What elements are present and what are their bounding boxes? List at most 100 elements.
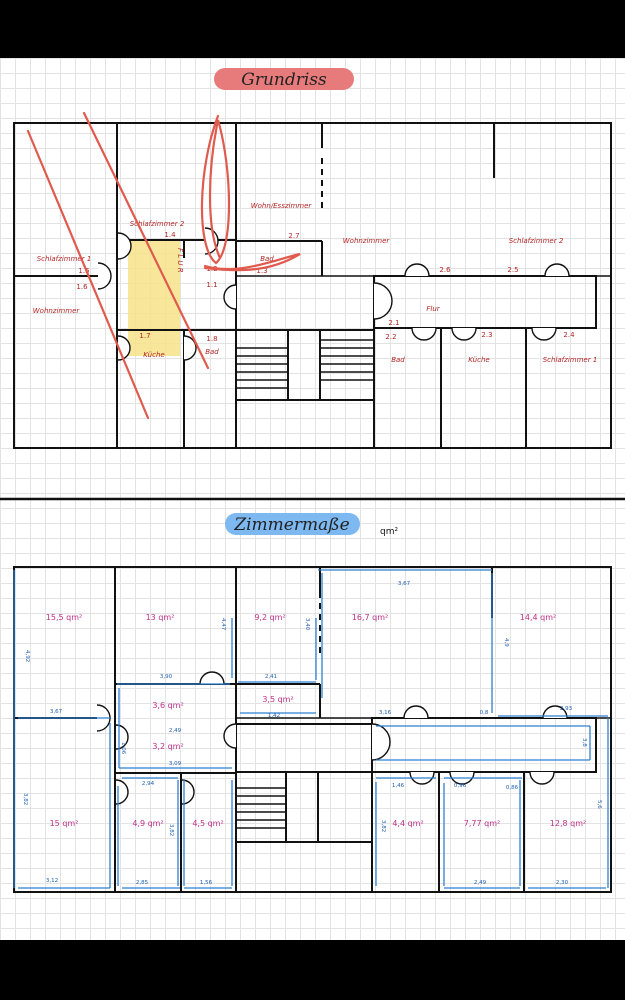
dimension-label: 5,6 — [596, 800, 602, 809]
dimension-label: 3,82 — [22, 793, 28, 805]
dimension-label: 2,30 — [556, 880, 569, 886]
area-label: 7,77 qm² — [464, 819, 500, 828]
room-label: Flur — [426, 305, 440, 313]
dimension-label: 2,49 — [169, 728, 182, 734]
area-label: 12,8 qm² — [550, 819, 586, 828]
room-number: 2.7 — [288, 232, 299, 240]
floor-plan-canvas: Grundriss — [0, 68, 625, 893]
plan-grundriss: Schlafzimmer 2 Schlafzimmer 1 Wohnzimmer… — [13, 111, 612, 449]
dimension-label: 3,8 — [581, 738, 587, 747]
door — [373, 282, 393, 320]
door — [451, 327, 477, 341]
dimension-label: 4,47 — [220, 618, 226, 631]
area-label: 4,5 qm² — [192, 819, 223, 828]
dimension-label: 0,96 — [454, 783, 467, 789]
door — [544, 263, 570, 277]
title-zimmermasse: Zimmermaße qm² — [225, 513, 398, 537]
door — [529, 771, 555, 785]
dimension-label: 3,67 — [50, 709, 63, 715]
dimension-label: 2,94 — [142, 781, 155, 787]
room-label: Bad — [205, 348, 219, 356]
dimension-label: 3,16 — [379, 710, 392, 716]
area-label: 13 qm² — [146, 613, 175, 622]
dimension-label: 1,06 — [120, 742, 126, 755]
door — [223, 284, 237, 310]
dimension-label: 3,82 — [168, 824, 174, 836]
area-label: 3,2 qm² — [152, 742, 183, 751]
dimension-label: 3,12 — [46, 878, 58, 884]
room-number: 1.3 — [256, 267, 267, 275]
door — [183, 335, 197, 361]
area-label: 15,5 qm² — [46, 613, 82, 622]
dimension-label: 2,49 — [474, 880, 487, 886]
title-pill-bottom — [225, 513, 360, 535]
room-number: 1.1 — [206, 281, 217, 289]
door — [97, 262, 112, 290]
unit-label: qm² — [380, 527, 398, 537]
area-label: 9,2 qm² — [254, 613, 285, 622]
area-label: 3,6 qm² — [152, 701, 183, 710]
door — [181, 779, 195, 805]
bottom-bar — [0, 940, 625, 1000]
door — [531, 327, 557, 341]
dimension-label: 2,93 — [560, 706, 573, 712]
dimension-label: 0,86 — [506, 785, 519, 791]
door — [371, 723, 391, 761]
strike-line — [82, 111, 210, 370]
room-label: Bad — [260, 255, 274, 263]
room-label: F L U R — [176, 248, 184, 273]
dimension-lines — [13, 569, 609, 889]
area-label: 14,4 qm² — [520, 613, 556, 622]
plan-zimmermasse: 15,5 qm² 13 qm² 9,2 qm² 16,7 qm² 14,4 qm… — [13, 566, 612, 893]
room-number: 1.6 — [76, 283, 88, 291]
room-label: Wohnzimmer — [343, 237, 391, 245]
room-number: 1.5 — [78, 267, 89, 275]
dimension-label: 3,67 — [398, 581, 411, 587]
door — [411, 327, 437, 341]
dimension-label: 2,85 — [136, 880, 149, 886]
room-label: Wohn/Esszimmer — [251, 202, 313, 210]
strike-marks — [26, 111, 301, 420]
room-label: Küche — [143, 351, 164, 359]
title-grundriss: Grundriss — [214, 68, 354, 90]
stairs-top — [236, 339, 374, 389]
dimension-label: 3,09 — [169, 761, 182, 767]
notebook-page: Grundriss — [0, 58, 625, 940]
room-number: 2.5 — [507, 266, 518, 274]
room-label: Wohnzimmer — [33, 307, 81, 315]
room-label: Schlafzimmer 1 — [543, 356, 598, 364]
dimension-label: 3,40 — [304, 618, 310, 631]
dimension-label: 1,42 — [268, 713, 280, 719]
area-label: 4,4 qm² — [392, 819, 423, 828]
door — [403, 705, 429, 719]
room-number: 2.4 — [563, 331, 575, 339]
dimension-label: 1,56 — [200, 880, 213, 886]
title-pill-top — [214, 68, 354, 90]
area-label: 16,7 qm² — [352, 613, 388, 622]
room-label: Schlafzimmer 2 — [509, 237, 564, 245]
door — [117, 232, 132, 260]
room-number: 1.4 — [164, 231, 176, 239]
scribble-mark — [200, 114, 301, 272]
dimension-label: 3,90 — [160, 674, 173, 680]
room-number: 2.1 — [388, 319, 399, 327]
dimension-label: 0,8 — [480, 710, 489, 716]
room-label: Schlafzimmer 2 — [130, 220, 185, 228]
strike-line — [26, 129, 150, 420]
room-number: 1.8 — [206, 335, 217, 343]
dimension-label: 4,9 — [503, 638, 509, 647]
room-number: 2.3 — [481, 331, 492, 339]
dimension-label: 3,82 — [380, 820, 386, 832]
area-label: 15 qm² — [50, 819, 79, 828]
room-number: 2.2 — [385, 333, 396, 341]
door — [542, 705, 568, 719]
room-label: Küche — [468, 356, 489, 364]
stairs-bottom — [236, 787, 286, 829]
door — [199, 671, 225, 685]
room-number: 1.7 — [139, 332, 150, 340]
outer-wall-top — [13, 122, 612, 449]
area-label: 3,5 qm² — [262, 695, 293, 704]
title-zimmermasse-text: Zimmermaße — [233, 515, 349, 535]
dimension-label: 1,46 — [392, 783, 405, 789]
area-label: 4,9 qm² — [132, 819, 163, 828]
